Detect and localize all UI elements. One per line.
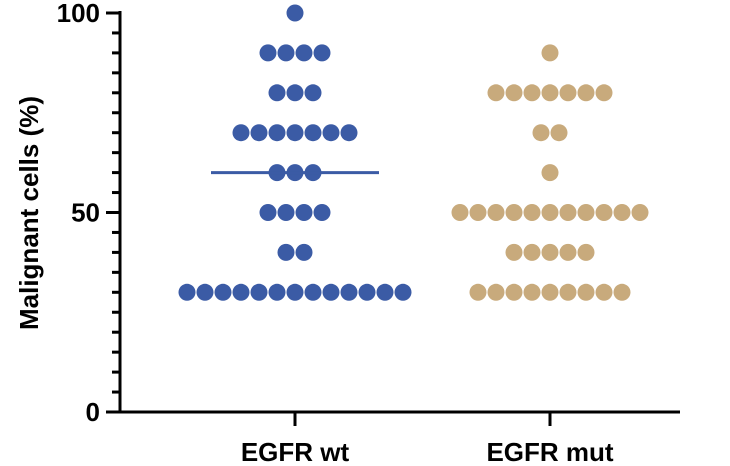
data-point	[469, 283, 487, 301]
data-point	[523, 243, 541, 261]
data-point	[313, 44, 331, 62]
data-point	[304, 283, 322, 301]
y-tick-label: 100	[57, 0, 100, 28]
data-point	[178, 283, 196, 301]
data-point	[304, 84, 322, 102]
x-tick-label: EGFR mut	[486, 437, 613, 466]
data-point	[487, 84, 505, 102]
data-point	[340, 124, 358, 142]
data-point	[358, 283, 376, 301]
data-point	[577, 204, 595, 221]
data-point	[505, 204, 523, 221]
data-point	[559, 204, 577, 221]
data-point	[523, 84, 541, 102]
data-point	[523, 283, 541, 301]
data-point	[250, 124, 268, 142]
data-point	[313, 204, 331, 221]
data-point	[286, 283, 304, 301]
data-point	[286, 4, 304, 22]
data-point	[505, 283, 523, 301]
data-point	[295, 243, 313, 261]
data-point	[376, 283, 394, 301]
data-point	[613, 204, 631, 221]
data-point	[451, 204, 469, 221]
data-point	[559, 84, 577, 102]
x-tick-label: EGFR wt	[241, 437, 350, 466]
data-point	[322, 283, 340, 301]
data-point	[559, 243, 577, 261]
data-point	[541, 204, 559, 221]
data-point	[595, 84, 613, 102]
data-point	[295, 204, 313, 221]
y-axis-title: Malignant cells (%)	[14, 96, 44, 330]
data-point	[322, 124, 340, 142]
data-point	[487, 283, 505, 301]
data-point	[595, 283, 613, 301]
data-point	[259, 204, 277, 221]
data-point	[541, 44, 559, 62]
data-point	[505, 84, 523, 102]
data-point	[550, 124, 568, 142]
data-point	[268, 283, 286, 301]
data-point	[577, 283, 595, 301]
data-point	[259, 44, 277, 62]
data-point	[232, 124, 250, 142]
y-tick-label: 0	[86, 397, 100, 427]
data-point	[196, 283, 214, 301]
data-point	[505, 243, 523, 261]
data-point	[277, 204, 295, 221]
data-point	[523, 204, 541, 221]
data-point	[577, 243, 595, 261]
data-point	[286, 84, 304, 102]
data-point	[541, 283, 559, 301]
data-point	[232, 283, 250, 301]
data-point	[532, 124, 550, 142]
data-point	[541, 164, 559, 182]
data-point	[394, 283, 412, 301]
data-point	[268, 84, 286, 102]
data-point	[577, 84, 595, 102]
data-point	[277, 44, 295, 62]
data-point	[541, 243, 559, 261]
data-point	[304, 124, 322, 142]
data-points	[178, 4, 649, 301]
data-point	[541, 84, 559, 102]
data-point	[469, 204, 487, 221]
data-point	[613, 283, 631, 301]
data-point	[286, 124, 304, 142]
data-point	[631, 204, 649, 221]
data-point	[595, 204, 613, 221]
data-point	[559, 283, 577, 301]
data-point	[277, 243, 295, 261]
data-point	[487, 204, 505, 221]
y-tick-label: 50	[71, 198, 100, 228]
data-point	[268, 124, 286, 142]
data-point	[340, 283, 358, 301]
data-point	[250, 283, 268, 301]
data-point	[295, 44, 313, 62]
data-point	[214, 283, 232, 301]
